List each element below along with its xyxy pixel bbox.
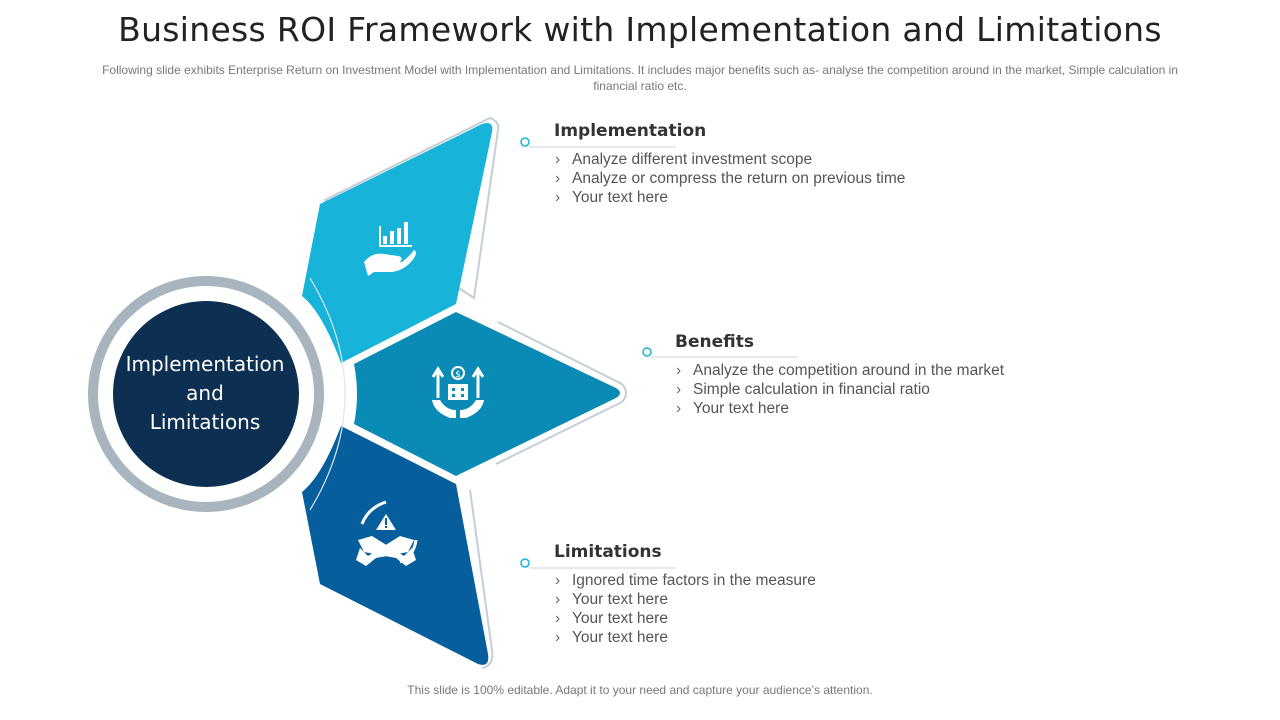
list-item: Your text here bbox=[675, 399, 1095, 418]
benefits-petal-outline bbox=[495, 321, 627, 465]
center-label-line-3: Limitations bbox=[149, 409, 261, 434]
list-item: Your text here bbox=[554, 188, 974, 207]
connector-arc bbox=[309, 277, 346, 511]
center-circle bbox=[113, 301, 299, 487]
list-item: Ignored time factors in the measure bbox=[554, 571, 974, 590]
center-label: Implementation and Limitations bbox=[112, 300, 298, 486]
implementation-heading: Implementation bbox=[554, 121, 707, 141]
list-item: Your text here bbox=[554, 628, 974, 647]
list-item: Analyze the competition around in the ma… bbox=[675, 361, 1095, 380]
limitations-list: Ignored time factors in the measure Your… bbox=[554, 571, 974, 647]
list-item: Your text here bbox=[554, 609, 974, 628]
list-item: Your text here bbox=[554, 590, 974, 609]
implementation-block: Implementation Analyze different investm… bbox=[554, 120, 974, 207]
implementation-list: Analyze different investment scope Analy… bbox=[554, 150, 974, 207]
benefits-block: Benefits Analyze the competition around … bbox=[675, 331, 1095, 418]
benefits-petal[interactable] bbox=[354, 312, 620, 476]
center-label-line-2: and bbox=[186, 380, 224, 405]
implementation-connector-dot bbox=[520, 137, 530, 147]
benefits-list: Analyze the competition around in the ma… bbox=[675, 361, 1095, 418]
benefits-connector-dot bbox=[642, 347, 652, 357]
hands-growth-money-icon: $ bbox=[431, 366, 485, 418]
limitations-petal-outline bbox=[469, 489, 494, 669]
list-item: Analyze or compress the return on previo… bbox=[554, 169, 974, 188]
list-item: Analyze different investment scope bbox=[554, 150, 974, 169]
hand-bar-chart-icon bbox=[364, 222, 416, 276]
crossed-hands-warning-icon bbox=[356, 500, 418, 566]
list-item: Simple calculation in financial ratio bbox=[675, 380, 1095, 399]
limitations-connector-dot bbox=[520, 558, 530, 568]
benefits-heading: Benefits bbox=[675, 332, 754, 352]
slide-subtitle: Following slide exhibits Enterprise Retu… bbox=[102, 63, 1178, 93]
slide-title: Business ROI Framework with Implementati… bbox=[118, 10, 1162, 49]
svg-text:$: $ bbox=[455, 370, 461, 380]
limitations-heading: Limitations bbox=[554, 542, 662, 562]
slide-footer: This slide is 100% editable. Adapt it to… bbox=[407, 683, 873, 697]
limitations-block: Limitations Ignored time factors in the … bbox=[554, 541, 974, 647]
center-label-line-1: Implementation bbox=[125, 351, 285, 376]
implementation-petal-outline bbox=[322, 116, 500, 300]
